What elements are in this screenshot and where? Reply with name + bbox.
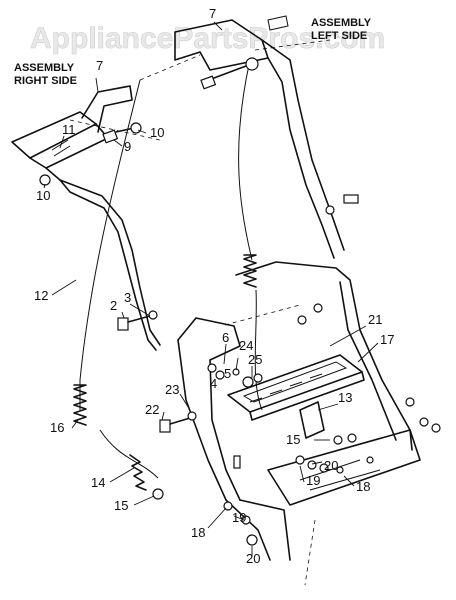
callout-10-lower: 10 xyxy=(36,188,50,203)
callout-4: 4 xyxy=(210,376,217,391)
callout-15-right: 15 xyxy=(286,432,300,447)
callout-19-left: 19 xyxy=(232,510,246,525)
callout-24: 24 xyxy=(239,338,253,353)
callout-2: 2 xyxy=(110,298,117,313)
callout-7-top: 7 xyxy=(209,6,216,21)
callout-7-right: 7 xyxy=(96,58,103,73)
left-side-handle-bar xyxy=(174,15,345,259)
spring-14 xyxy=(129,454,147,491)
hardware xyxy=(39,57,441,546)
callout-9: 9 xyxy=(124,139,131,154)
bottom-mounting-plate xyxy=(267,429,421,506)
callout-5: 5 xyxy=(224,366,231,381)
dashed-guides xyxy=(69,39,331,586)
callout-3: 3 xyxy=(124,290,131,305)
speed-selector-plate xyxy=(227,354,365,439)
assembly-right-label-line2: RIGHT SIDE xyxy=(14,75,77,87)
assembly-right-label-line1: ASSEMBLY xyxy=(14,62,75,74)
callout-leaders xyxy=(43,21,379,556)
assembly-left-label-line1: ASSEMBLY xyxy=(311,17,372,29)
spring-16 xyxy=(73,254,257,426)
callout-20-left: 20 xyxy=(246,551,260,566)
callout-18-left: 18 xyxy=(191,525,205,540)
callout-14: 14 xyxy=(91,475,105,490)
callout-22: 22 xyxy=(145,402,159,417)
callout-15-left: 15 xyxy=(114,498,128,513)
right-side-handle-bar xyxy=(11,85,161,351)
callout-23: 23 xyxy=(165,382,179,397)
callout-11: 11 xyxy=(62,122,76,137)
callout-12: 12 xyxy=(34,288,48,303)
callout-6: 6 xyxy=(222,330,229,345)
callout-10-upper: 10 xyxy=(150,125,164,140)
callout-20-right: 20 xyxy=(324,458,338,473)
callout-21: 21 xyxy=(368,312,382,327)
callout-19-right: 19 xyxy=(306,473,320,488)
callout-13: 13 xyxy=(338,390,352,405)
callout-17: 17 xyxy=(380,332,394,347)
callout-16: 16 xyxy=(50,420,64,435)
control-cables xyxy=(79,59,263,479)
assembly-left-label-line2: LEFT SIDE xyxy=(311,30,367,42)
callout-25: 25 xyxy=(248,352,262,367)
watermark: AppliancePartsPros.com xyxy=(30,22,385,55)
callout-18-right: 18 xyxy=(356,479,370,494)
